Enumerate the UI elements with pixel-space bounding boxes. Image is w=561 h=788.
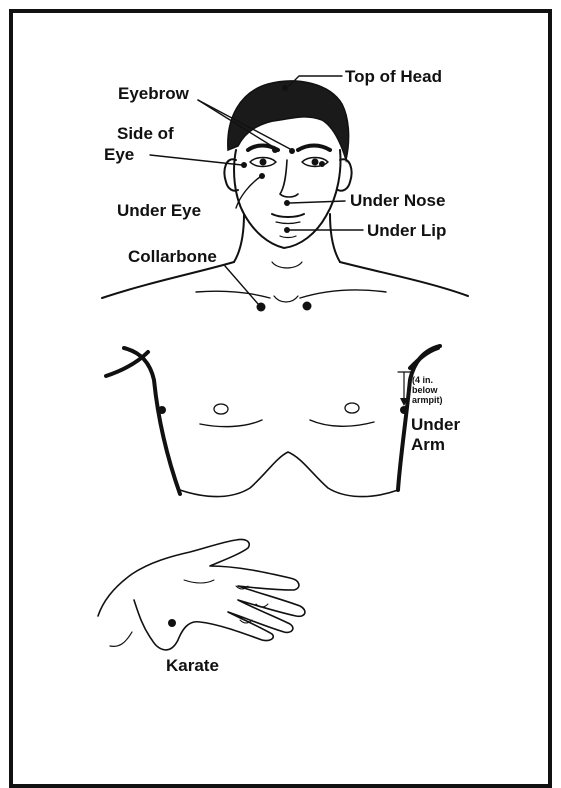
hand-outline	[98, 539, 305, 649]
hand-illustration	[98, 539, 305, 649]
right-shoulder	[340, 262, 468, 296]
left-shoulder	[102, 262, 234, 298]
right-nipple	[345, 403, 359, 413]
neck	[234, 214, 244, 262]
label-side-of-eye-line2: Eye	[104, 145, 134, 164]
under-arm-annotation	[158, 372, 410, 414]
label-under-nose: Under Nose	[350, 191, 445, 210]
label-karate: Karate	[166, 656, 219, 675]
nose	[280, 160, 298, 197]
under-lip-point	[284, 227, 290, 233]
label-under-lip: Under Lip	[367, 221, 446, 240]
label-collarbone: Collarbone	[128, 247, 217, 266]
label-side-of-eye-line1: Side of	[117, 124, 174, 143]
top-of-head-point	[282, 85, 288, 91]
label-eyebrow: Eyebrow	[118, 84, 190, 103]
label-under-arm-note-1: (4 in.	[412, 375, 433, 385]
label-under-eye: Under Eye	[117, 201, 201, 220]
collarbone-point-right	[303, 302, 312, 311]
label-top-of-head: Top of Head	[345, 67, 442, 86]
under-nose-point	[284, 200, 290, 206]
right-eye-point	[319, 161, 325, 167]
under-arm-point-left	[158, 406, 166, 414]
label-under-arm-note-2: below	[412, 385, 439, 395]
under-arm-point-right	[400, 406, 408, 414]
right-eyebrow	[298, 146, 330, 151]
label-under-arm-line1: Under	[411, 415, 461, 434]
under-eye-point	[259, 173, 265, 179]
torso-illustration	[106, 346, 440, 497]
karate-point	[168, 619, 176, 627]
left-nipple	[214, 404, 228, 414]
label-under-arm-note-3: armpit)	[412, 395, 443, 405]
mouth	[272, 214, 304, 217]
labels: Top of Head Eyebrow Side of Eye Under No…	[104, 67, 461, 675]
label-under-arm-line2: Arm	[411, 435, 445, 454]
